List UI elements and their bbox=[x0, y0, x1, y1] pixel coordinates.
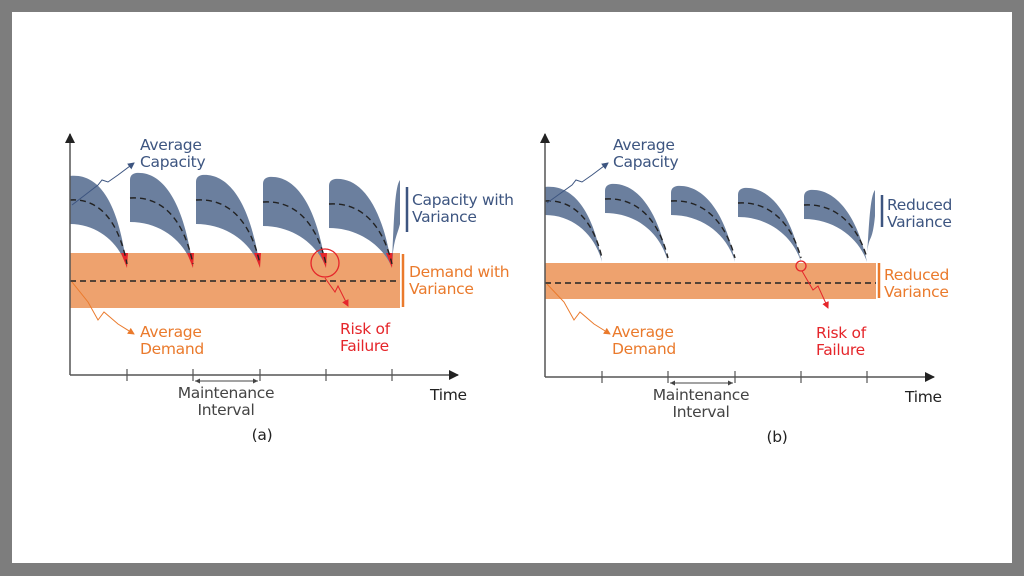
average-capacity-line bbox=[328, 203, 393, 265]
capacity-variance-label-line: Variance bbox=[412, 208, 477, 226]
average-demand-pointer bbox=[546, 283, 611, 335]
capacity-band-segment bbox=[329, 178, 392, 268]
average-capacity-label-line: Capacity bbox=[140, 153, 205, 171]
capacity-variance-label-line: Capacity with bbox=[412, 191, 514, 209]
capacity-band-segment bbox=[605, 183, 668, 262]
average-capacity-line bbox=[129, 197, 194, 265]
average-demand-pointer bbox=[71, 281, 135, 335]
time-axis-label-line: Time bbox=[904, 388, 942, 406]
capacity-band-segment bbox=[545, 186, 602, 262]
risk-overlap bbox=[320, 253, 327, 268]
risk-of-failure-circle bbox=[795, 260, 807, 272]
capacity-variance-label-line: Variance bbox=[887, 213, 952, 231]
demand-variance-label-line: Reduced bbox=[884, 266, 949, 284]
demand-variance-label-line: Variance bbox=[409, 280, 474, 298]
average-capacity-line bbox=[69, 199, 128, 265]
average-capacity-pointer bbox=[71, 162, 135, 206]
average-capacity-label-line: Average bbox=[140, 136, 202, 154]
panel-caption: (a) bbox=[252, 426, 273, 444]
capacity-band-segment bbox=[804, 189, 867, 262]
capacity-variance-label-line: Reduced bbox=[887, 196, 952, 214]
capacity-band-segment bbox=[130, 172, 193, 268]
average-demand-label-line: Average bbox=[140, 323, 202, 341]
risk-of-failure-label-line: Failure bbox=[816, 341, 865, 359]
capacity-band-segment bbox=[196, 174, 260, 268]
capacity-band-segment bbox=[671, 185, 735, 262]
risk-overlap bbox=[386, 253, 393, 268]
average-demand-label-line: Demand bbox=[140, 340, 204, 358]
capacity-band-segment bbox=[70, 175, 127, 268]
maintenance-interval-label-line: Interval bbox=[198, 401, 255, 419]
average-demand-label-line: Average bbox=[612, 323, 674, 341]
risk-of-failure-label-line: Risk of bbox=[816, 324, 867, 342]
panel-caption: (b) bbox=[766, 428, 787, 446]
risk-of-failure-label-line: Failure bbox=[340, 337, 389, 355]
capacity-band-segment bbox=[263, 176, 326, 268]
average-capacity-line bbox=[195, 199, 261, 265]
demand-variance-label-line: Variance bbox=[884, 283, 949, 301]
risk-overlap bbox=[121, 253, 128, 268]
demand-band bbox=[545, 263, 876, 299]
average-capacity-line bbox=[262, 201, 327, 265]
average-capacity-line bbox=[604, 198, 669, 259]
risk-pointer-arrow bbox=[324, 277, 349, 307]
demand-variance-label-line: Demand with bbox=[409, 263, 509, 281]
time-axis-label-line: Time bbox=[429, 386, 467, 404]
average-capacity-label-line: Average bbox=[613, 136, 675, 154]
risk-of-failure-label-line: Risk of bbox=[340, 320, 391, 338]
average-capacity-pointer bbox=[546, 162, 609, 204]
average-demand-label-line: Demand bbox=[612, 340, 676, 358]
average-capacity-line bbox=[803, 204, 868, 259]
risk-pointer-arrow bbox=[801, 270, 829, 309]
maintenance-interval-label-line: Maintenance bbox=[653, 386, 750, 404]
risk-overlap bbox=[187, 253, 194, 268]
maintenance-interval-label-line: Interval bbox=[673, 403, 730, 421]
capacity-band-stub bbox=[392, 180, 400, 262]
capacity-band-stub bbox=[867, 190, 875, 256]
average-capacity-label-line: Capacity bbox=[613, 153, 678, 171]
average-capacity-line bbox=[670, 200, 736, 259]
time-axis-label: Time bbox=[904, 388, 942, 406]
risk-of-failure-circle bbox=[310, 248, 340, 278]
maintenance-interval-label-line: Maintenance bbox=[178, 384, 275, 402]
risk-overlap bbox=[254, 253, 261, 268]
time-axis-label: Time bbox=[429, 386, 467, 404]
capacity-band-segment bbox=[738, 187, 801, 262]
average-capacity-line bbox=[737, 202, 802, 259]
